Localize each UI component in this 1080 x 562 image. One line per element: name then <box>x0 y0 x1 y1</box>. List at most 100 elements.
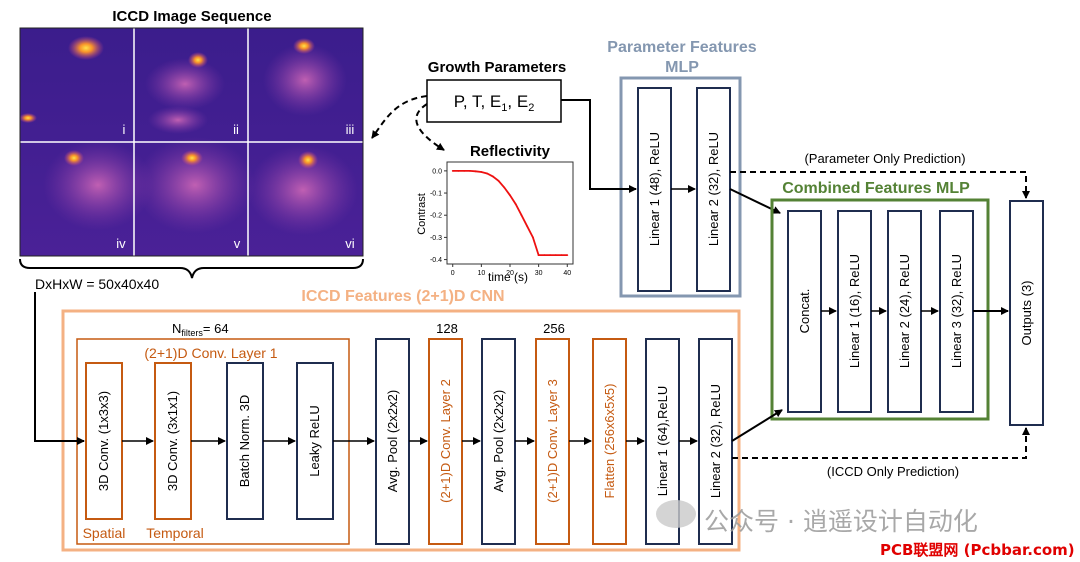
combined-linear2-box <box>887 210 922 413</box>
reflectivity-ytick-label: -0.2 <box>430 213 442 220</box>
reflectivity-ytick-label: -0.3 <box>430 235 442 242</box>
param-mlp-title-1: Parameter Features <box>607 39 757 56</box>
conv3-box <box>535 338 570 545</box>
conv1-title: (2+1)D Conv. Layer 1 <box>144 345 277 361</box>
reflectivity-point <box>503 186 506 189</box>
frame-label-v: v <box>234 236 241 251</box>
reflectivity-point <box>554 254 557 257</box>
growth-sub-1: 1 <box>501 102 507 114</box>
outputs-box <box>1009 200 1044 426</box>
reflectivity-point <box>451 169 454 172</box>
watermark-logo <box>656 500 696 528</box>
reflectivity-point <box>520 214 523 217</box>
param-only-label: (Parameter Only Prediction) <box>804 151 965 166</box>
dims-brace <box>19 258 364 279</box>
frame-label-vi: vi <box>345 236 355 251</box>
cnn-frame <box>61 309 741 552</box>
reflectivity-xtick-label: 30 <box>535 270 543 277</box>
spatial-label: Spatial <box>83 525 126 541</box>
cnn-to-combined-arrow <box>731 409 783 442</box>
reflectivity-point <box>526 225 529 228</box>
param-linear1-label: Linear 1 (48), ReLU <box>647 132 662 246</box>
cnn-linear2-label: Linear 2 (32), ReLU <box>708 384 723 498</box>
combined-mlp-title: Combined Features MLP <box>782 180 970 197</box>
reflectivity-plot-frame <box>446 161 574 265</box>
reflectivity-xtick-label: 0 <box>451 270 455 277</box>
avgpool1-box <box>375 338 410 545</box>
filters-sub: filters <box>181 328 203 338</box>
combined-mlp-frame <box>770 198 990 421</box>
growth-sub-2: 2 <box>528 102 534 114</box>
reflectivity-point <box>480 171 483 173</box>
reflectivity-point <box>497 179 500 182</box>
reflectivity-point <box>509 194 511 197</box>
reflectivity-point <box>457 169 460 172</box>
frame-label-iv: iv <box>116 236 126 251</box>
avgpool1-label: Avg. Pool (2x2x2) <box>385 390 400 492</box>
reflectivity-point <box>543 254 546 257</box>
avgpool2-box <box>481 338 516 545</box>
conv2-label: (2+1)D Conv. Layer 2 <box>438 379 453 503</box>
batchnorm-box <box>226 362 264 520</box>
reflectivity-point <box>469 169 471 172</box>
combined-linear1-label: Linear 1 (16), ReLU <box>847 254 862 368</box>
filters-prefix: N <box>172 321 181 336</box>
reflectivity-xlabel: time (s) <box>488 270 528 284</box>
reflectivity-ytick-label: 0.0 <box>432 168 442 175</box>
images-to-cnn-arrow <box>34 292 85 445</box>
combined-linear3-label: Linear 3 (32), ReLU <box>949 254 964 368</box>
spatial-conv-label: 3D Conv. (1x3x3) <box>96 391 111 491</box>
reflectivity-xtick-label: 40 <box>563 270 571 277</box>
reflectivity-point <box>463 169 466 172</box>
reflectivity-point <box>560 254 563 257</box>
reflectivity-point <box>491 175 494 178</box>
filters-label: Nfilters= 64 <box>172 321 229 338</box>
growth-title: Growth Parameters <box>428 59 566 76</box>
combined-linear1-box <box>837 210 872 413</box>
reflectivity-point <box>537 254 540 257</box>
reflectivity-xtick-label: 10 <box>477 270 485 277</box>
param-linear1-box <box>637 87 672 292</box>
param-mlp-title-2: MLP <box>665 59 699 76</box>
cnn-title: ICCD Features (2+1)D CNN <box>301 288 504 305</box>
iccd-image-grid <box>19 27 364 257</box>
reflectivity-title: Reflectivity <box>470 143 551 160</box>
reflectivity-point <box>486 172 488 175</box>
reflectivity-xtick-label: 20 <box>506 270 514 277</box>
count-128-label: 128 <box>436 321 458 336</box>
growth-to-param-mlp-arrow <box>561 99 637 193</box>
growth-params-text: P, T, E1, E2 <box>454 92 535 114</box>
iccd-only-arrow <box>732 427 1030 459</box>
concat-label: Concat. <box>797 289 812 334</box>
temporal-conv-box <box>154 362 192 520</box>
growth-to-images-arrow <box>371 95 428 139</box>
frame-label-iii: iii <box>346 122 355 137</box>
reflectivity-point <box>566 254 569 257</box>
param-linear2-label: Linear 2 (32), ReLU <box>706 132 721 246</box>
param-mlp-frame <box>619 76 742 298</box>
reflectivity-ytick-label: -0.4 <box>430 257 442 264</box>
dims-label: DxHxW = 50x40x40 <box>35 276 159 292</box>
concat-box <box>787 210 822 413</box>
growth-to-reflectivity-arrow <box>415 103 445 151</box>
watermark-text: 公众号 · 逍遥设计自动化 <box>704 507 978 536</box>
leaky-relu-box <box>296 362 334 520</box>
flatten-box <box>592 338 627 545</box>
growth-params-sep: , E <box>507 92 528 111</box>
reflectivity-ytick-label: -0.1 <box>430 191 442 198</box>
cnn-linear1-label: Linear 1 (64),ReLU <box>655 386 670 497</box>
spatial-conv-box <box>85 362 123 520</box>
reflectivity-chart: 0.0 -0.1 -0.2 -0.3 -0.4 0 10 20 30 40 <box>430 161 574 277</box>
footer-site-label: PCB联盟网 (Pcbbar.com) <box>880 541 1075 559</box>
count-256-label: 256 <box>543 321 565 336</box>
avgpool2-label: Avg. Pool (2x2x2) <box>491 390 506 492</box>
iccd-only-label: (ICCD Only Prediction) <box>827 464 959 479</box>
cnn-linear2-box <box>698 338 733 545</box>
reflectivity-point <box>532 236 534 239</box>
reflectivity-point <box>549 254 551 257</box>
growth-params-main: P, T, E <box>454 92 502 111</box>
param-only-arrow <box>730 171 1030 199</box>
leaky-relu-label: Leaky ReLU <box>307 405 322 477</box>
iccd-title: ICCD Image Sequence <box>112 8 271 25</box>
frame-label-i: i <box>123 122 126 137</box>
